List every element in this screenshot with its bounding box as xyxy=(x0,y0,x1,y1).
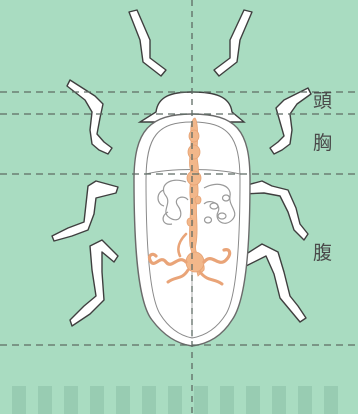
label-head: 頭 xyxy=(313,92,332,111)
antenna-right xyxy=(214,10,252,76)
leg-front-right xyxy=(270,88,311,154)
label-abdomen: 腹 xyxy=(313,244,332,263)
label-thorax: 胸 xyxy=(313,134,332,153)
bottom-stripe-band xyxy=(0,384,358,414)
leg-mid-left xyxy=(52,181,118,241)
leg-hind-left xyxy=(70,240,118,326)
antenna-left xyxy=(129,10,166,76)
leg-hind-right xyxy=(240,244,306,322)
leg-front-left xyxy=(67,80,112,154)
